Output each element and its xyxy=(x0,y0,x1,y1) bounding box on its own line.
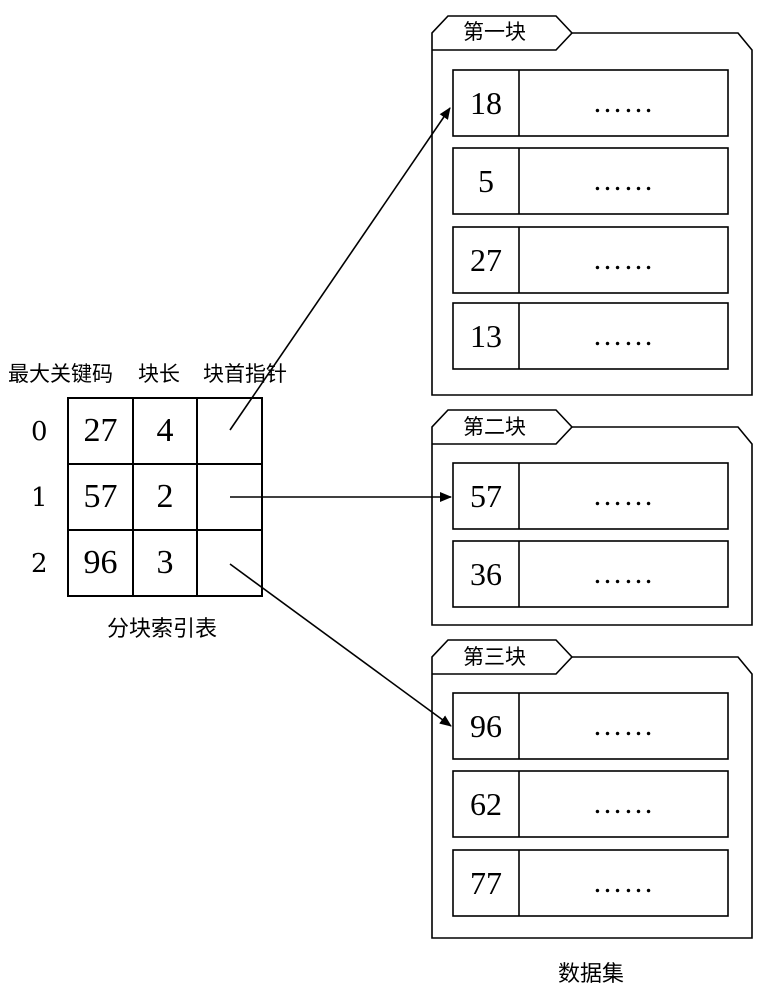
cell-length-0: 4 xyxy=(156,412,174,449)
index-table-caption: 分块索引表 xyxy=(107,617,218,642)
block-3-title: 第三块 xyxy=(463,645,526,669)
record-key: 36 xyxy=(470,555,502,592)
record-key: 18 xyxy=(470,84,502,121)
record-data-placeholder: …… xyxy=(592,86,655,119)
block-3-folder xyxy=(431,639,753,939)
cell-length-1: 2 xyxy=(156,478,174,515)
record-data-placeholder: …… xyxy=(592,866,655,899)
record-data-placeholder: …… xyxy=(592,787,655,820)
record-data-placeholder: …… xyxy=(592,557,655,590)
cell-max-key-0: 27 xyxy=(83,412,118,449)
record-key: 13 xyxy=(470,317,502,354)
block-2-records xyxy=(452,462,729,608)
cell-length-2: 3 xyxy=(156,544,174,581)
record-data-placeholder: …… xyxy=(592,709,655,742)
record-data-placeholder: …… xyxy=(592,319,655,352)
block-3-records xyxy=(452,692,729,917)
header-max-key: 最大关键码 xyxy=(8,362,113,386)
header-block-pointer: 块首指针 xyxy=(203,362,287,386)
record-data-placeholder: …… xyxy=(592,164,655,197)
row-index-2: 2 xyxy=(31,549,48,579)
record-key: 96 xyxy=(470,707,502,744)
record-key: 62 xyxy=(470,785,502,822)
record-key: 57 xyxy=(470,477,502,514)
block-1-title: 第一块 xyxy=(463,20,526,44)
block-2-title: 第二块 xyxy=(463,415,526,439)
record-key: 5 xyxy=(478,162,494,199)
block-1-records xyxy=(452,69,729,370)
record-key: 27 xyxy=(470,241,502,278)
record-data-placeholder: …… xyxy=(592,243,655,276)
row-index-1: 1 xyxy=(31,483,48,513)
block-2-folder xyxy=(431,409,753,626)
pointer-arrow-block-3 xyxy=(229,563,452,727)
record-key: 77 xyxy=(470,864,502,901)
dataset-label: 数据集 xyxy=(558,962,625,987)
row-index-0: 0 xyxy=(31,417,48,447)
cell-max-key-1: 57 xyxy=(83,478,118,515)
cell-max-key-2: 96 xyxy=(83,544,118,581)
header-block-length: 块长 xyxy=(138,362,180,386)
block-1-folder xyxy=(431,15,753,396)
pointer-arrow-block-1 xyxy=(229,107,451,431)
record-data-placeholder: …… xyxy=(592,479,655,512)
index-table-grid xyxy=(67,397,263,597)
